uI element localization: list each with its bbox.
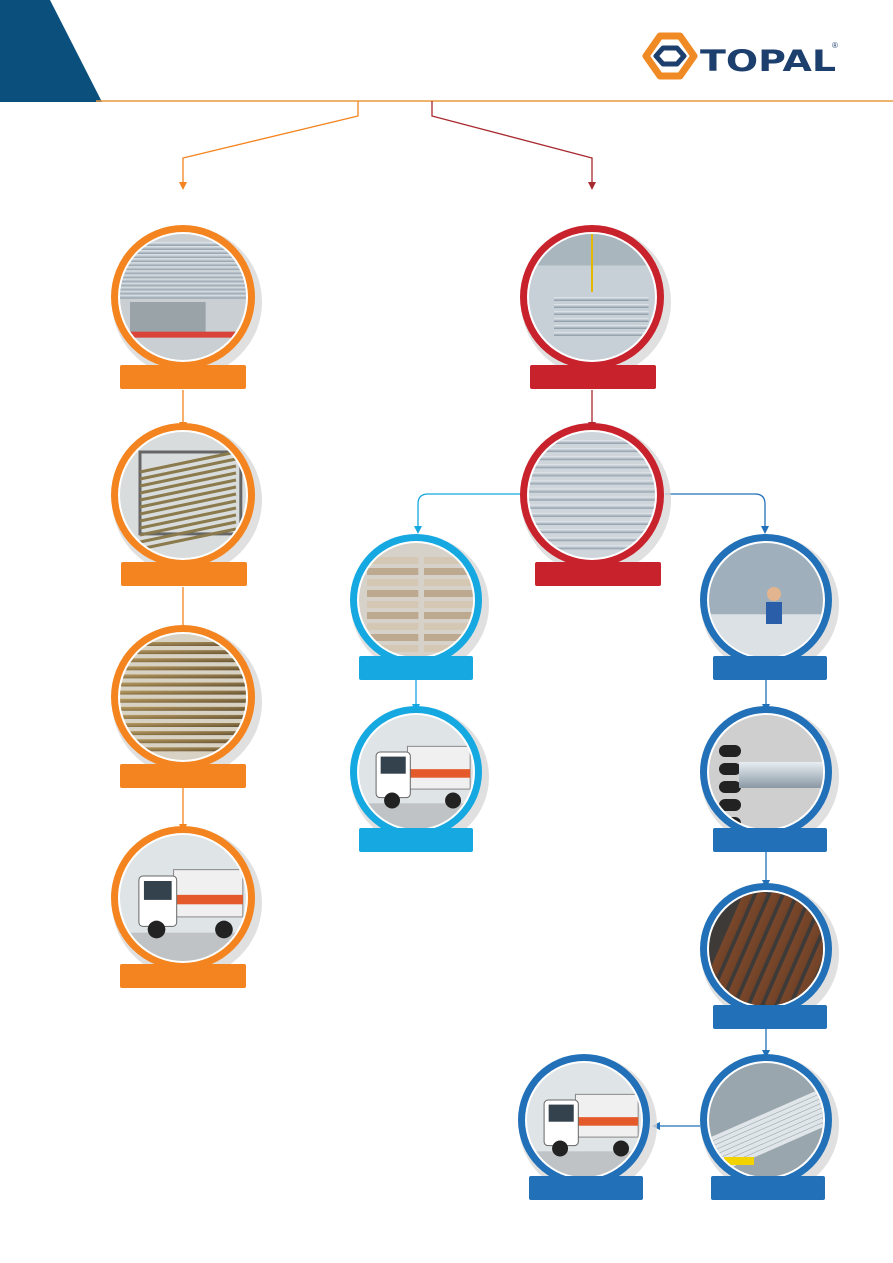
finished-profiles-rack-photo — [529, 432, 655, 558]
stacked-profiles-photo — [120, 634, 246, 760]
process-node-b1 — [700, 534, 839, 680]
process-node-b4 — [700, 1054, 839, 1200]
crane-lift-photo — [529, 234, 655, 360]
extrusion-line-photo — [120, 234, 246, 360]
process-node-c1 — [350, 534, 489, 680]
node-label-bar — [530, 365, 656, 389]
node-label-bar — [529, 1176, 643, 1200]
node-label-bar — [713, 656, 827, 680]
node-label-bar — [120, 964, 246, 988]
logo-mark — [642, 32, 698, 80]
process-node-o1 — [111, 225, 262, 389]
connector-r2-to-cyan — [414, 493, 520, 534]
rollers-photo — [709, 715, 823, 829]
process-node-b2 — [700, 706, 839, 852]
node-label-bar — [120, 764, 246, 788]
process-node-o3 — [111, 625, 262, 788]
node-label-bar — [711, 1176, 825, 1200]
connector-top-to-red — [431, 101, 596, 190]
node-label-bar — [535, 562, 661, 586]
process-node-c2 — [350, 706, 489, 852]
node-label-bar — [713, 1005, 827, 1029]
aging-basket-photo — [120, 432, 246, 558]
delivery-truck-photo — [359, 715, 473, 829]
process-nodes — [111, 225, 839, 1200]
process-node-b5 — [518, 1054, 657, 1200]
header: TOPAL ® — [0, 0, 893, 102]
process-node-o4 — [111, 826, 262, 988]
packed-profiles-photo — [709, 1063, 823, 1177]
node-label-bar — [120, 365, 246, 389]
wood-grain-profiles-photo — [709, 892, 823, 1006]
process-node-b3 — [700, 883, 839, 1029]
registered-mark: ® — [832, 41, 838, 50]
node-label-bar — [713, 828, 827, 852]
process-node-r1 — [520, 225, 671, 389]
process-node-o2 — [111, 423, 262, 586]
node-label-bar — [359, 828, 473, 852]
connector-top-to-orange — [179, 101, 359, 190]
node-label-bar — [359, 656, 473, 680]
logo-mark-inner — [653, 45, 687, 67]
topal-logo: TOPAL ® — [642, 32, 838, 80]
corner-triangle — [0, 0, 102, 102]
warehouse-shelves-photo — [359, 543, 473, 657]
process-node-r2 — [520, 423, 671, 586]
connectors — [179, 101, 770, 1130]
connector-r2-to-blue — [665, 493, 769, 534]
logo-text: TOPAL — [700, 44, 836, 78]
node-label-bar — [121, 562, 247, 586]
